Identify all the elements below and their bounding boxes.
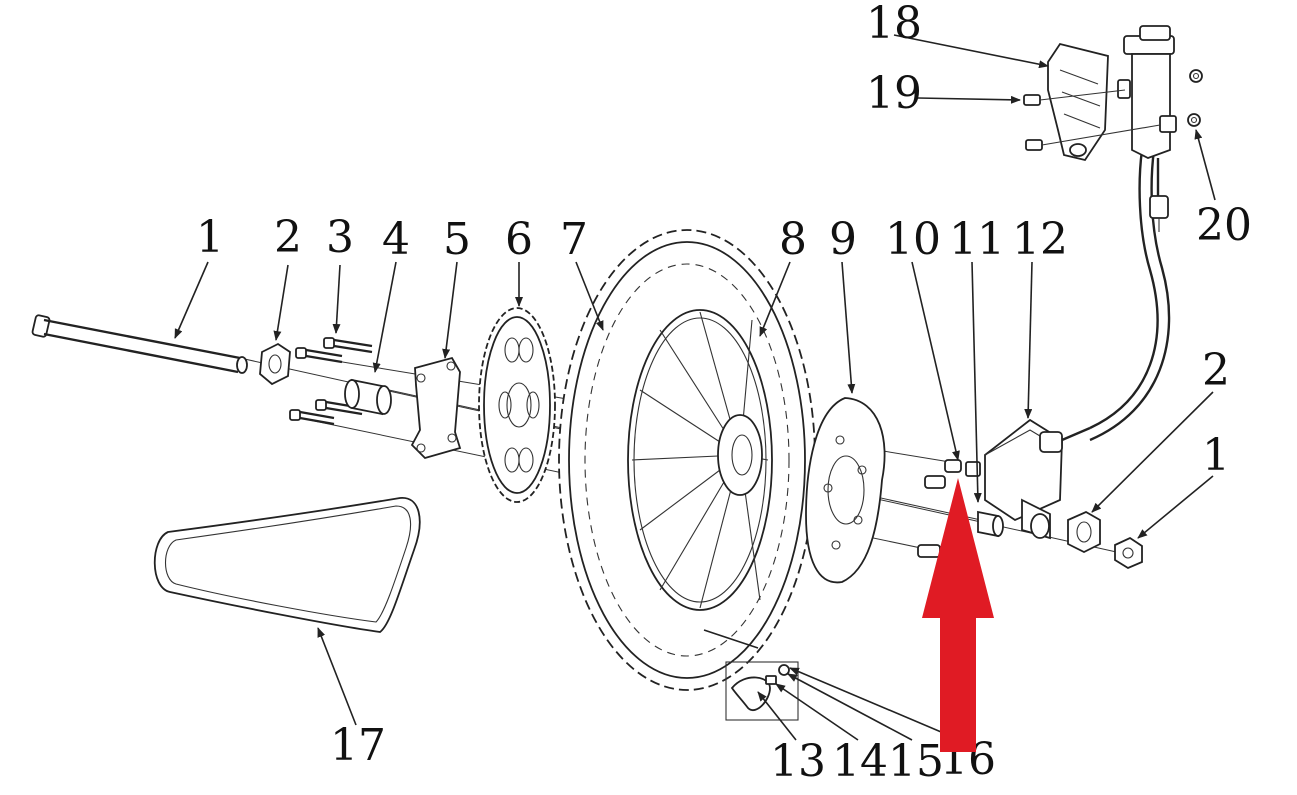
label-20: 20: [1196, 200, 1252, 251]
label-1-right: 1: [1202, 430, 1230, 481]
label-12: 12: [1012, 214, 1068, 265]
sprocket-bolts: [289, 337, 373, 426]
label-19: 19: [866, 68, 922, 119]
highlight-arrow: [922, 478, 994, 752]
valve-detail: [725, 661, 799, 721]
rear-wheel-tire: [558, 229, 816, 691]
label-11: 11: [949, 214, 1005, 265]
label-5: 5: [443, 214, 471, 265]
spacer-sleeve: [344, 378, 392, 416]
label-2-right: 2: [1202, 345, 1230, 396]
label-9: 9: [829, 214, 857, 265]
rear-sprocket: [478, 307, 556, 503]
label-3: 3: [326, 212, 354, 263]
leader-lines: [174, 34, 1216, 741]
label-15: 15: [888, 736, 944, 787]
part-labels: 1 2 3 4 5 6 7 8 9 10 11 12 2 1 13 14 15 …: [196, 0, 1252, 787]
label-4: 4: [382, 214, 410, 265]
label-6: 6: [505, 214, 533, 265]
sprocket-carrier-plate: [410, 356, 462, 460]
label-8: 8: [779, 214, 807, 265]
label-14: 14: [832, 736, 888, 787]
brake-disc: [805, 397, 886, 584]
label-1: 1: [196, 212, 224, 263]
master-cylinder-assembly: [1023, 25, 1203, 232]
axle-nut-right: [1067, 510, 1101, 554]
axle-nut-left: [259, 342, 291, 386]
brake-caliper: [984, 418, 1091, 540]
label-2: 2: [274, 212, 302, 263]
label-7: 7: [560, 214, 588, 265]
label-17: 17: [330, 720, 386, 771]
label-18: 18: [866, 0, 922, 49]
brake-hose: [1089, 149, 1171, 442]
drive-chain: [153, 497, 421, 633]
castle-nut: [1114, 536, 1143, 570]
label-10: 10: [885, 214, 941, 265]
label-13: 13: [770, 736, 826, 787]
axle-part: [31, 314, 248, 374]
